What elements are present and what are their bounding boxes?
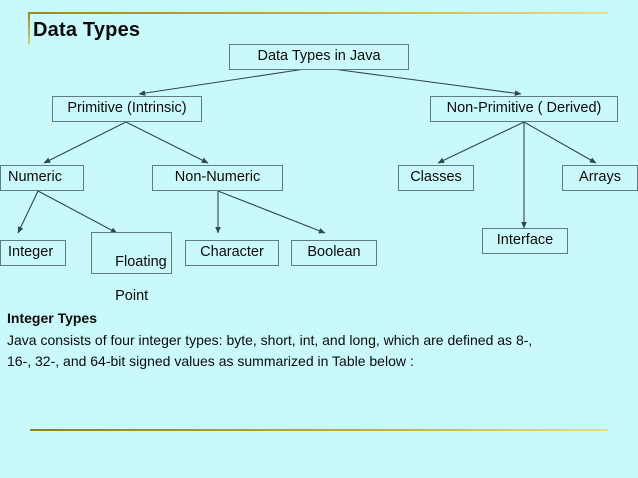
edge-nonnumeric-boolean <box>217 190 326 234</box>
node-character[interactable]: Character <box>185 240 279 266</box>
node-data-types-in-java[interactable]: Data Types in Java <box>229 44 409 70</box>
node-non-numeric[interactable]: Non-Numeric <box>152 165 283 191</box>
edge-numeric-integer <box>17 190 39 234</box>
bottom-rule <box>30 429 608 431</box>
body-heading: Integer Types <box>7 310 97 326</box>
node-integer[interactable]: Integer <box>0 240 66 266</box>
edge-root-nonprimitive <box>317 66 522 97</box>
node-floating-point[interactable]: Floating Point <box>91 232 172 304</box>
body-text-line-2: 16-, 32-, and 64-bit signed values as su… <box>7 353 414 369</box>
title-left-rule <box>28 12 30 44</box>
title-top-rule <box>28 12 608 14</box>
node-interface[interactable]: Interface <box>482 228 568 254</box>
node-floating-point-line1: Floating <box>115 254 167 270</box>
edge-primitive-numeric <box>43 121 127 164</box>
page-title: Data Types <box>33 19 141 41</box>
edge-numeric-floatingpoint <box>37 190 118 234</box>
body-text-line-1: Java consists of four integer types: byt… <box>7 332 533 348</box>
node-non-primitive[interactable]: Non-Primitive ( Derived) <box>430 96 618 122</box>
node-floating-point-line2: Point <box>115 288 149 304</box>
node-classes[interactable]: Classes <box>398 165 474 191</box>
node-primitive[interactable]: Primitive (Intrinsic) <box>52 96 202 122</box>
edge-primitive-nonnumeric <box>125 121 209 164</box>
node-numeric[interactable]: Numeric <box>0 165 84 191</box>
edge-root-primitive <box>138 66 319 96</box>
diagram-connectors <box>17 66 597 234</box>
edge-nonprimitive-arrays <box>523 121 597 164</box>
node-arrays[interactable]: Arrays <box>562 165 638 191</box>
node-boolean[interactable]: Boolean <box>291 240 377 266</box>
edge-nonprimitive-classes <box>437 121 525 164</box>
